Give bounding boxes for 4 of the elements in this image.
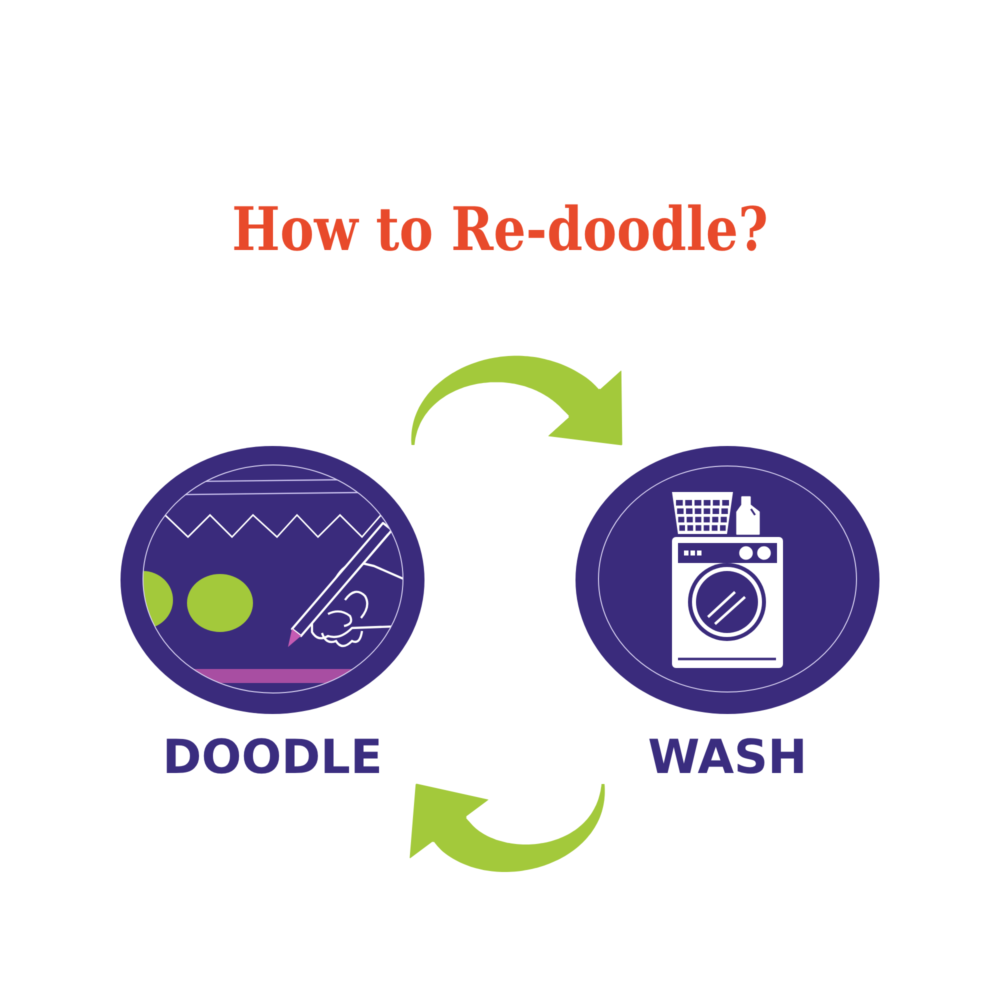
curved-arrow <box>410 782 605 872</box>
step-label: DOODLE <box>162 732 382 784</box>
step-label: WASH <box>648 732 808 784</box>
title: How to Re-doodle? <box>232 198 768 262</box>
